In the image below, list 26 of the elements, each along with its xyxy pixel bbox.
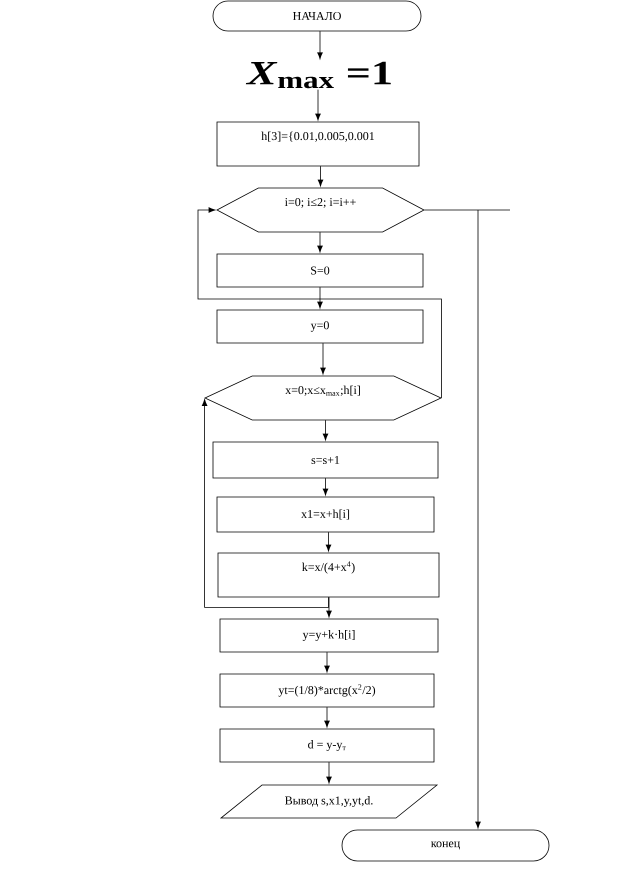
arrow (317, 31, 323, 60)
arrow (202, 399, 329, 608)
process-box: x1=x+h[i] (216, 496, 434, 532)
arrow (324, 652, 330, 672)
arrow (320, 343, 326, 374)
arrow (322, 478, 328, 496)
arrow (198, 207, 442, 398)
arrow (326, 532, 332, 552)
arrow (317, 232, 323, 252)
arrow (318, 166, 324, 186)
arrow (424, 210, 510, 828)
arrow (317, 287, 323, 308)
process-box: y=y+k·h[i] (220, 618, 438, 652)
arrow (322, 420, 328, 440)
process-box: y=0 (216, 310, 424, 344)
arrow (326, 597, 332, 618)
process-box: s=s+1 (212, 442, 438, 478)
arrow (326, 762, 332, 784)
arrow (315, 89, 321, 120)
process-box: yt=(1/8)*arctg(x$^{2}$/2) (220, 674, 434, 708)
process-box: k=x/(4+x$^{4}$) (218, 552, 440, 598)
formula-text: X$_{max}$ =1 (246, 62, 391, 88)
process-box: S=0 (216, 254, 424, 288)
process-box: h[3]={0.01,0.005,0.001 (216, 122, 420, 166)
arrow (324, 707, 330, 728)
process-box: d = y-y$_{т}$ (220, 728, 434, 762)
